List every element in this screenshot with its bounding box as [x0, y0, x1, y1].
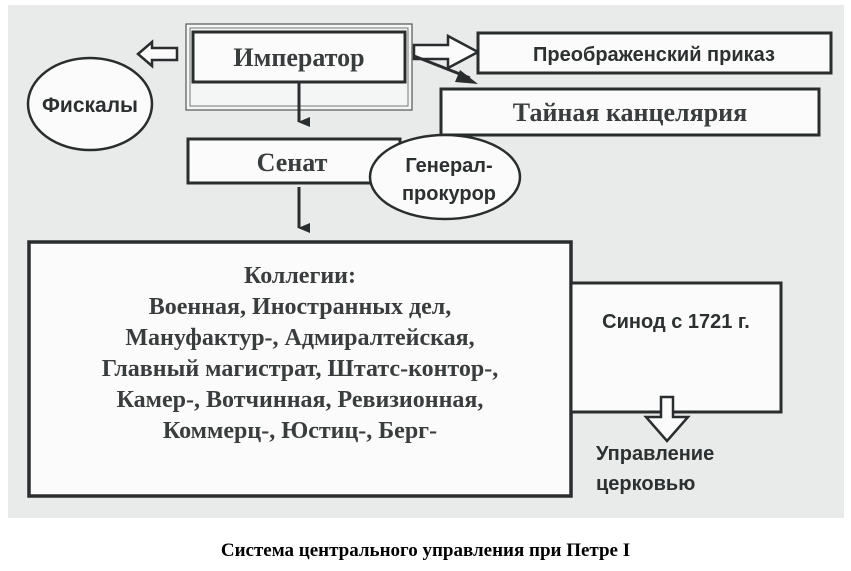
emperor-node: Император — [185, 23, 413, 111]
collegia-box — [27, 240, 573, 498]
senate-node: Сенат — [186, 137, 402, 185]
church-admin-node: Управление церковью — [596, 443, 714, 495]
preobrazhensky-label: Преображенский приказ — [533, 44, 775, 66]
fiscals-arrow-icon — [136, 39, 179, 69]
preobrazhensky-arrow-icon — [412, 33, 481, 71]
synod-box — [569, 281, 783, 414]
collegia-line: Коммерц-, Юстиц-, Берг- — [163, 418, 437, 444]
fiscals-node: Фискалы — [26, 56, 154, 152]
emperor-label: Император — [233, 43, 364, 72]
collegia-heading: Коллегии: — [244, 263, 356, 289]
collegia-line: Мануфактур-, Адмиралтейская, — [125, 325, 474, 351]
secret-chancellery-label: Тайная канцелярия — [513, 98, 747, 127]
preobrazhensky-box — [476, 31, 833, 75]
preobrazhensky-node: Преображенский приказ — [476, 31, 833, 75]
church-admin-label-line2: церковью — [596, 473, 695, 495]
procurator-general-label-line1: Генерал- — [405, 155, 492, 177]
church-admin-arrow-icon — [643, 395, 691, 443]
collegia-line: Камер-, Вотчинная, Ревизионная, — [117, 387, 484, 413]
fiscals-label: Фискалы — [42, 94, 138, 117]
church-admin-label-line1: Управление — [596, 443, 714, 465]
senate-label: Сенат — [257, 148, 328, 177]
senate-box — [186, 137, 402, 185]
procurator-general-ellipse — [368, 133, 522, 221]
fiscals-ellipse — [26, 56, 154, 152]
secret-chancellery-arrowhead-icon — [455, 70, 478, 84]
collegia-line: Главный магистрат, Штатс-контор-, — [102, 356, 498, 382]
collegia-line: Военная, Иностранных дел, — [149, 294, 452, 320]
secret-chancellery-box — [439, 87, 821, 137]
secret-chancellery-node: Тайная канцелярия — [439, 87, 821, 137]
collegia-node: Коллегии: Военная, Иностранных дел, Ману… — [27, 240, 573, 498]
diagram-title: Система центрального управления при Петр… — [220, 540, 631, 561]
procurator-general-label-line2: прокурор — [402, 183, 496, 205]
procurator-general-node: Генерал- прокурор — [368, 133, 522, 221]
synod-node: Синод с 1721 г. — [569, 281, 783, 414]
synod-label: Синод с 1721 г. — [602, 311, 750, 333]
